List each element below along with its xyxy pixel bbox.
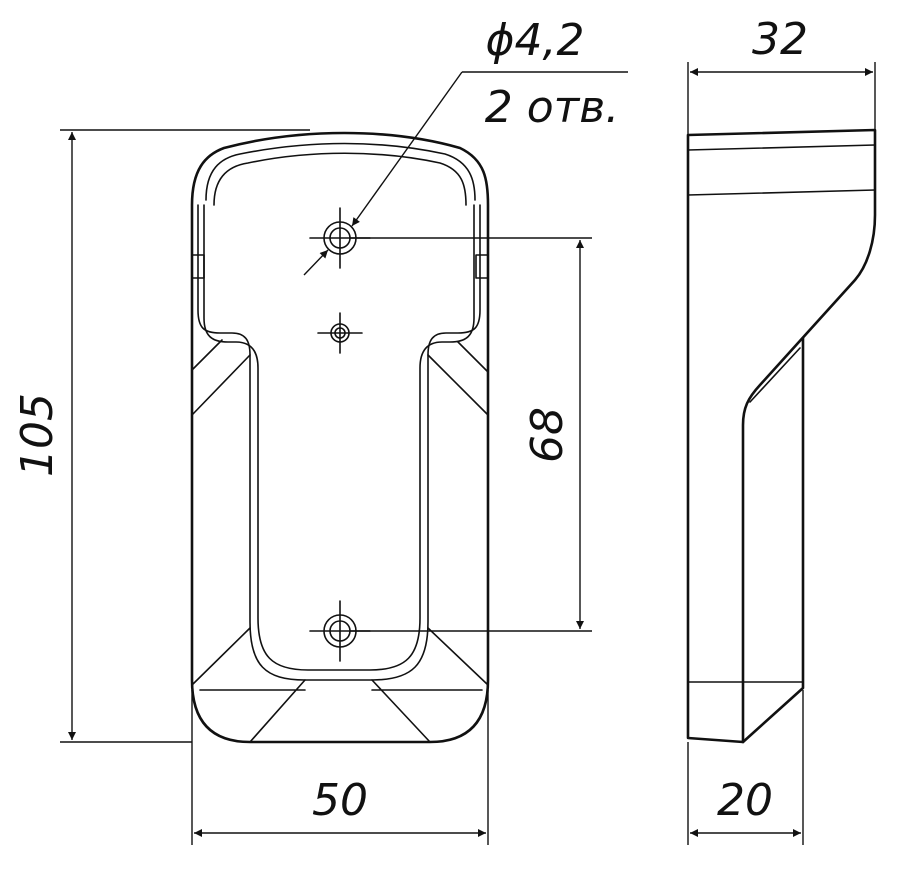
front-bevel-left-upper-2 bbox=[191, 339, 223, 371]
front-tab-right bbox=[475, 254, 489, 279]
dim-hole-spacing: 68 bbox=[350, 237, 592, 632]
dim-height-label: 105 bbox=[12, 393, 63, 477]
front-bevel-right-upper bbox=[427, 354, 489, 416]
hole-middle bbox=[317, 312, 363, 354]
front-outer-contour bbox=[190, 131, 490, 744]
front-bevel-left-lower bbox=[191, 627, 251, 686]
dim-hole-count-label: 2 отв. bbox=[485, 82, 619, 133]
front-rim-line-2 bbox=[213, 152, 467, 206]
front-bevel-right-upper-2 bbox=[457, 341, 489, 373]
side-outer-contour bbox=[686, 128, 877, 744]
dim-hole-diameter: ϕ4,2 2 отв. bbox=[303, 15, 628, 276]
dim-width: 50 bbox=[191, 690, 489, 845]
dim-side-bottom: 20 bbox=[687, 690, 804, 845]
side-face-line bbox=[687, 189, 876, 196]
dim-width-label: 50 bbox=[312, 775, 368, 826]
side-view bbox=[686, 128, 877, 744]
front-tab-left bbox=[191, 254, 205, 279]
front-rim-line-1 bbox=[205, 142, 476, 201]
front-inner-wall bbox=[203, 204, 475, 671]
dim-hole-diameter-label: ϕ4,2 bbox=[486, 15, 585, 66]
dim-side-top: 32 bbox=[687, 14, 876, 135]
side-inner-line bbox=[749, 347, 801, 403]
dim-side-top-label: 32 bbox=[752, 14, 808, 65]
dim-side-bottom-label: 20 bbox=[717, 775, 773, 826]
front-view bbox=[190, 131, 490, 744]
front-bevel-right-lower bbox=[427, 627, 489, 686]
side-lower-body bbox=[741, 336, 805, 744]
dim-hole-spacing-label: 68 bbox=[522, 407, 573, 463]
front-bevel-left-upper bbox=[191, 354, 251, 416]
front-inner-pocket bbox=[197, 204, 481, 681]
dim-height: 105 bbox=[12, 129, 310, 743]
side-top-edge bbox=[687, 144, 876, 151]
front-bottom-facets bbox=[199, 679, 483, 743]
